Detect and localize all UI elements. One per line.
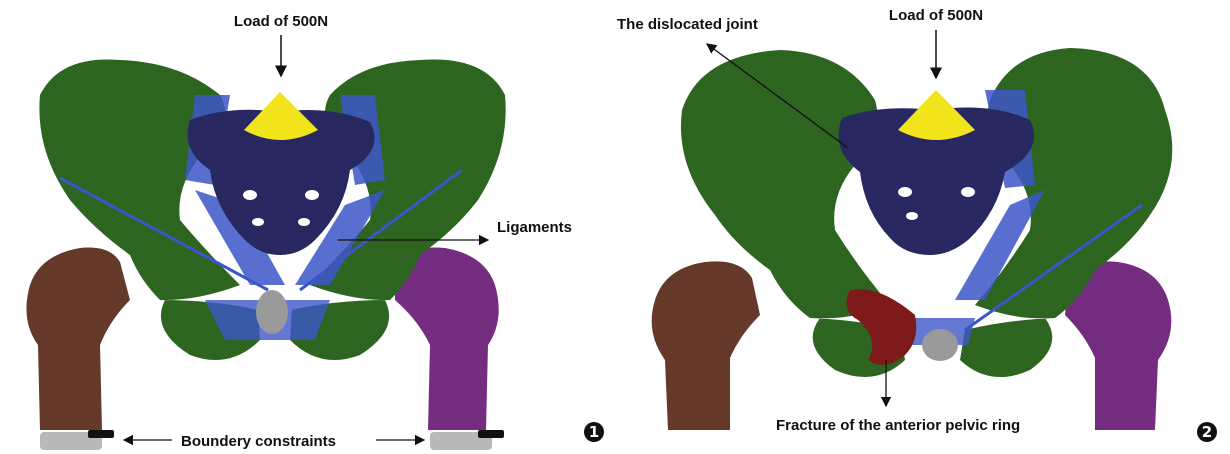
sacral-foramen — [305, 190, 319, 200]
panel-number-1: 1 — [589, 423, 599, 441]
dislocated-joint-label: The dislocated joint — [617, 16, 758, 33]
panel-number-2: 2 — [1202, 423, 1212, 441]
sacral-foramen — [298, 218, 310, 226]
pubic-symphysis — [256, 290, 288, 334]
sacral-foramen — [906, 212, 918, 220]
panel-1: Load of 500N Ligaments Boundery constrai… — [26, 13, 604, 450]
sacral-foramen — [898, 187, 912, 197]
fracture-label: Fracture of the anterior pelvic ring — [776, 417, 1020, 434]
sacral-foramen — [243, 190, 257, 200]
ligaments-label: Ligaments — [497, 219, 572, 236]
sacral-foramen — [252, 218, 264, 226]
constraint-clip-right — [478, 430, 504, 438]
constraint-clip-left — [88, 430, 114, 438]
constraints-label: Boundery constraints — [181, 433, 336, 450]
load-label: Load of 500N — [234, 13, 328, 30]
sacral-foramen — [961, 187, 975, 197]
load-label: Load of 500N — [889, 7, 983, 24]
pubic-symphysis — [922, 329, 958, 361]
panel-2: Load of 500N The dislocated joint Fractu… — [617, 7, 1217, 442]
